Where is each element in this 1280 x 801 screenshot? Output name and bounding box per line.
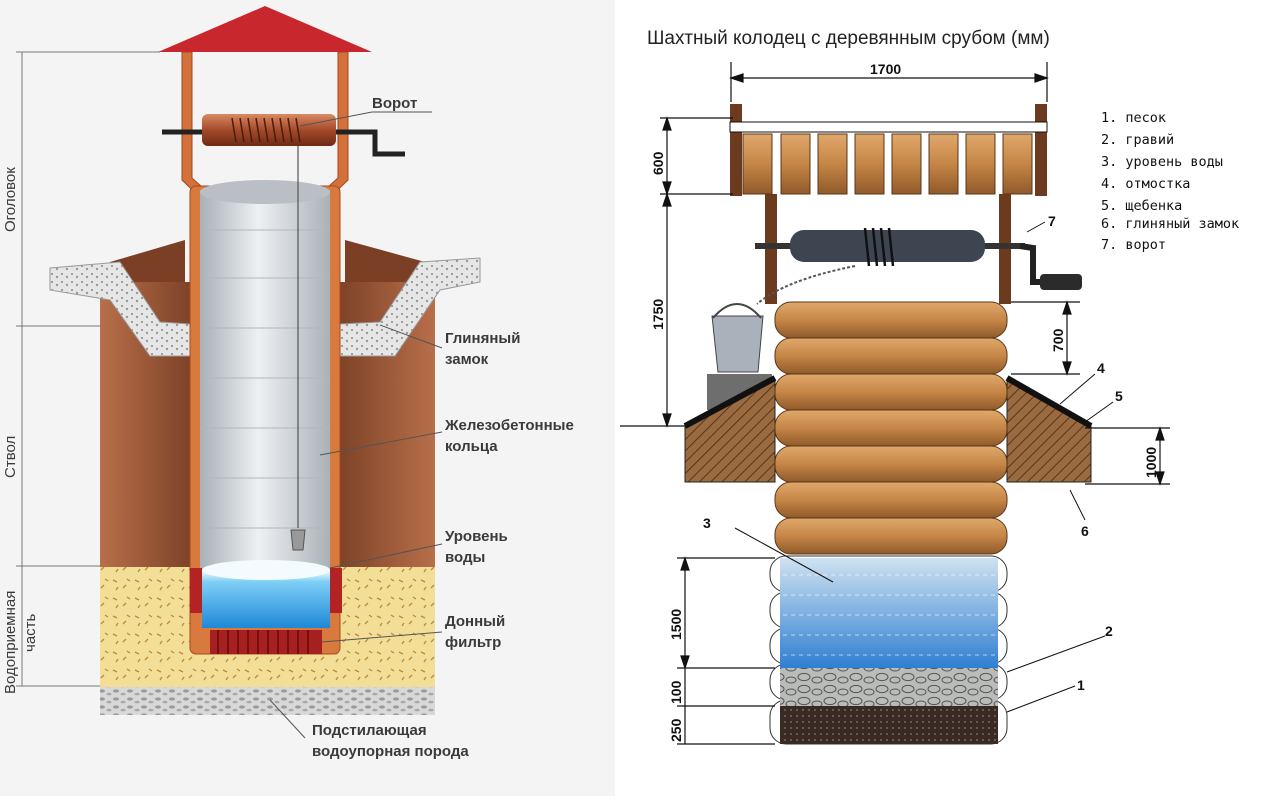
legend-item-2: 2. гравий	[1101, 132, 1174, 148]
filter-stripes	[217, 630, 309, 654]
mound-right	[1006, 379, 1092, 483]
concrete-rings	[200, 190, 330, 570]
section-label-stvol: Ствол	[2, 436, 19, 478]
dim-width	[729, 62, 1049, 102]
soil-cut-r	[345, 240, 435, 282]
callout-2: 2	[1105, 623, 1113, 639]
label-rings-1: Железобетонные	[444, 417, 574, 434]
sand-layer-r	[780, 706, 998, 744]
dim-250: 250	[668, 718, 684, 742]
bucket-r	[711, 315, 764, 373]
dim-1700: 1700	[870, 61, 901, 77]
dim-600: 600	[650, 151, 666, 175]
clay-lock-right	[339, 257, 481, 357]
water-column	[780, 558, 998, 668]
gravel-layer	[780, 668, 998, 706]
legend-item-6: 6. глиняный замок	[1101, 216, 1239, 232]
label-water-1: Уровень	[445, 528, 508, 545]
callout-5: 5	[1115, 388, 1123, 404]
timber-well-svg: Шахтный колодец с деревянным срубом (мм)…	[620, 28, 1239, 745]
roof-boards	[742, 133, 1033, 195]
section-label-vodopr-2: часть	[22, 613, 39, 652]
roof	[158, 6, 372, 52]
roller-coil	[231, 117, 301, 143]
crank	[162, 129, 405, 157]
legend-item-3: 3. уровень воды	[1101, 154, 1223, 170]
concrete-well-svg: Ворот Глиняный замок Железобетонные коль…	[2, 6, 574, 760]
label-vorot: Ворот	[372, 95, 417, 112]
roof-beam	[729, 121, 1048, 133]
callout-line-7	[1026, 221, 1046, 233]
gravel-bed	[100, 687, 435, 715]
filter-wall-right	[330, 568, 342, 613]
callout-6: 6	[1081, 523, 1089, 539]
timber-well-panel: Шахтный колодец с деревянным срубом (мм)…	[615, 0, 1280, 796]
post-right	[1035, 104, 1047, 196]
blind-area-left	[683, 375, 777, 429]
label-bedrock-1: Подстилающая	[312, 722, 427, 739]
water-lines	[783, 574, 995, 656]
legend-item-4: 4. отмостка	[1101, 176, 1190, 192]
section-label-ogolovok: Оголовок	[2, 167, 19, 232]
ring-joints	[200, 229, 330, 529]
bucket	[290, 529, 306, 551]
dim-lower	[677, 556, 775, 745]
water-surface	[202, 560, 330, 580]
label-clay-1: Глиняный	[445, 330, 520, 347]
ring-top	[200, 180, 330, 204]
label-rings-2: кольца	[445, 438, 498, 455]
legend-item-7: 7. ворот	[1101, 237, 1166, 253]
drum-coil	[863, 227, 895, 267]
legend-item-1: 1. песок	[1101, 110, 1166, 126]
bucket-handle	[712, 303, 762, 319]
blind-area-right	[1005, 375, 1093, 429]
label-bedrock-2: водоупорная порода	[312, 743, 469, 760]
legend: 1. песок 2. гравий 3. уровень воды 4. от…	[1101, 110, 1239, 253]
dim-100: 100	[668, 680, 684, 704]
legend-item-5: 5. щебенка	[1101, 198, 1182, 214]
label-filter-1: Донный	[445, 613, 505, 630]
section-label-vodopr-1: Водоприемная	[2, 591, 19, 694]
windlass-roller	[202, 114, 336, 146]
filter-wall-left	[190, 568, 202, 613]
pointer-lines	[269, 111, 443, 739]
dim-right	[1011, 300, 1170, 486]
callout-3: 3	[703, 515, 711, 531]
chain	[756, 265, 856, 305]
bottom-filter	[210, 630, 322, 654]
label-filter-2: фильтр	[445, 634, 501, 651]
callout-7: 7	[1048, 213, 1056, 229]
reinforced-concrete-well-panel: Ворот Глиняный замок Железобетонные коль…	[0, 0, 615, 796]
windlass-drum	[790, 230, 985, 262]
dim-700: 700	[1050, 328, 1066, 352]
crank-grip	[1040, 274, 1082, 290]
callout-lines	[734, 373, 1114, 713]
callout-1: 1	[1077, 677, 1085, 693]
dim-1750: 1750	[650, 299, 666, 330]
dim-1500: 1500	[668, 609, 684, 640]
right-title: Шахтный колодец с деревянным срубом (мм)	[647, 28, 1050, 49]
label-clay-2: замок	[445, 351, 489, 368]
label-water-2: воды	[445, 549, 485, 566]
log-house	[774, 301, 1008, 555]
callout-4: 4	[1097, 360, 1105, 376]
dim-1000: 1000	[1143, 447, 1159, 478]
